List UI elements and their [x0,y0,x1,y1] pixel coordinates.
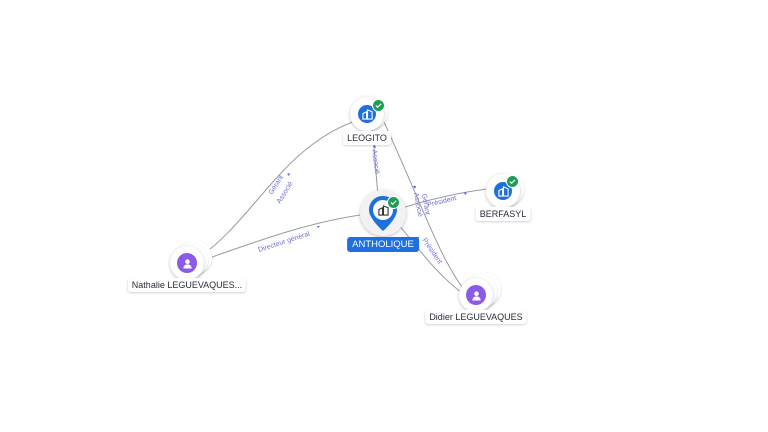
edge-label: Associé [370,149,380,174]
arrow-marker [373,145,376,148]
arrow-marker [413,186,416,189]
node-label: LEOGITO [343,131,391,145]
arrow-marker [317,226,320,228]
check-icon [387,196,400,209]
edge-nathalie-leogito[interactable] [197,117,366,259]
building-icon [375,202,391,218]
node-label: BERFASYL [475,207,531,221]
edge-didier-antholique[interactable] [391,217,467,297]
building-icon [358,105,376,123]
edge-label: Directeur général [257,231,311,254]
person-icon [466,285,486,305]
arrow-marker [287,173,290,176]
arrow-marker [464,192,467,195]
edge-label: Gérant [420,193,431,215]
edge-label: Associé [412,192,423,217]
person-icon [177,253,197,273]
edge-label: Président [420,237,443,265]
node-label: Nathalie LEGUEVAQUES... [127,278,247,292]
check-icon [506,175,519,188]
node-label: ANTHOLIQUE [347,237,419,252]
node-label: Didier LEGUEVAQUES [425,310,527,324]
check-icon [372,99,385,112]
